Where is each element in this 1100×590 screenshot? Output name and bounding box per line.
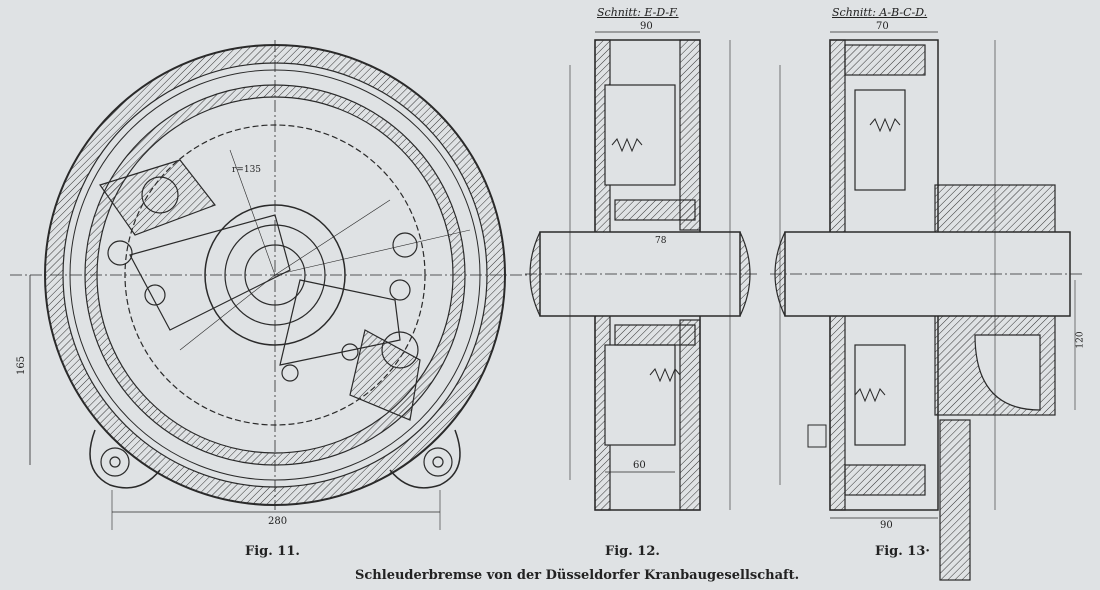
fig11-drawing [10,40,530,530]
fig11-dim-height: 165 [16,355,28,376]
fig12-label: Fig. 12. [605,544,660,559]
fig12-dim-top: 90 [640,21,653,32]
fig11-label: Fig. 11. [245,544,300,559]
fig13-drawing [770,31,1085,581]
fig13-dim-height: 120 [1075,331,1086,349]
fig12-section-title: Schnitt: E-D-F. [597,6,679,19]
fig13-shaft [784,231,1071,317]
fig13-dim-top: 70 [876,21,889,32]
fig12-dim-bottom: 60 [633,460,646,471]
fig12-dim-shaft: 78 [655,236,667,246]
fig13-dim-bottom: 90 [880,520,893,531]
fig11-dim-radius: r=135 [232,165,262,175]
fig11-dim-width: 280 [268,516,288,527]
fig13-section-title: Schnitt: A-B-C-D. [832,6,928,19]
fig12-drawing [525,31,760,511]
caption: Schleuderbremse von der Düsseldorfer Kra… [355,568,800,583]
fig13-label: Fig. 13· [875,544,930,559]
